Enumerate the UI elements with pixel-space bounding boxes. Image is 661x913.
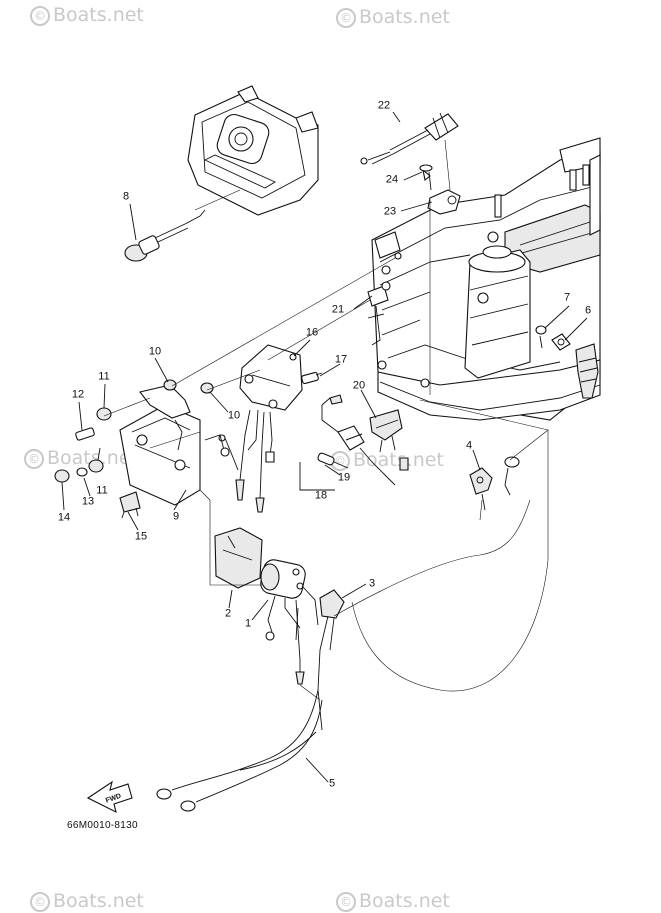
callout-17: 17 [334,353,348,366]
terminal-parts-6-7 [535,325,599,399]
callout-3: 3 [368,577,376,590]
starter-relay-part-1 [260,559,319,685]
switch-assy-part-20 [299,394,409,491]
copyright-icon: © [30,6,50,26]
callout-12: 12 [71,388,85,401]
callout-15: 15 [134,530,148,543]
watermark-top-left: ©Boats.net [30,4,144,26]
callout-1: 1 [244,617,252,630]
engine-block [371,137,601,421]
callout-11-lower: 11 [96,484,108,497]
watermark-mid-left: ©Boats.net [24,447,138,469]
callout-19: 19 [337,471,351,484]
bracket-cluster-part-9 [54,379,230,519]
callout-18: 18 [314,489,328,502]
callout-23: 23 [383,205,397,218]
callout-20: 20 [352,379,366,392]
switch-panel-part-8 [124,85,319,262]
callout-7: 7 [563,291,571,304]
callout-10-lower: 10 [227,409,241,422]
callout-2: 2 [224,607,232,620]
cdi-unit-part-16 [218,344,323,513]
bracket-part-21 [367,281,391,346]
watermark-bottom-right: ©Boats.net [336,890,450,912]
callout-9: 9 [172,510,180,523]
callout-14: 14 [57,511,71,524]
callout-4: 4 [465,439,473,452]
fwd-arrow-icon [86,780,133,814]
callout-5: 5 [328,777,336,790]
copyright-icon: © [30,892,50,912]
copyright-icon: © [24,449,44,469]
callout-21: 21 [331,303,345,316]
callout-10-upper: 10 [148,345,162,358]
copyright-icon: © [336,892,356,912]
callout-13: 13 [81,495,95,508]
relay-cover-part-2 [214,527,263,589]
thermoswitch-part-22 [360,112,461,215]
battery-cable-part-5 [156,689,323,812]
callout-leaders [61,111,588,783]
callout-11-upper: 11 [98,370,110,383]
drawing-code: 66M0010-8130 [67,820,138,831]
callout-6: 6 [584,304,592,317]
callout-16: 16 [305,326,319,339]
watermark-top-right: ©Boats.net [336,6,450,28]
plug-cap-part-4 [469,456,520,511]
watermark-bottom-left: ©Boats.net [30,890,144,912]
callout-22: 22 [377,99,391,112]
copyright-icon: © [336,8,356,28]
plug-cap-part-3 [317,589,345,731]
callout-8: 8 [122,190,130,203]
callout-24: 24 [385,173,399,186]
